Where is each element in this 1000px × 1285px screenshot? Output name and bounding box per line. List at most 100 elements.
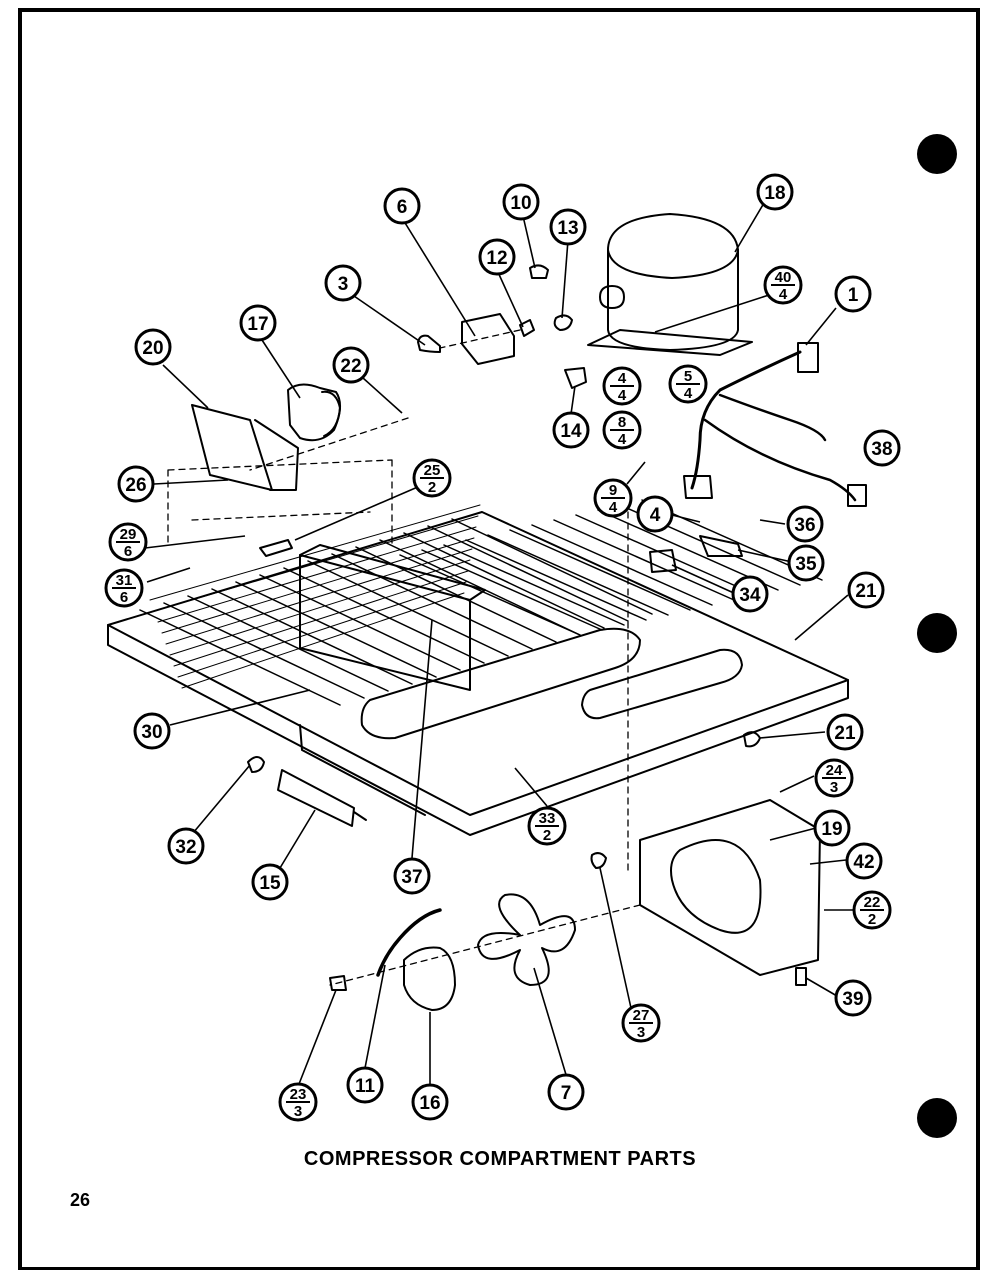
callout-number: 20 <box>142 338 163 359</box>
callout-number: 1 <box>848 285 859 306</box>
callout-circle <box>134 328 172 366</box>
leader-26 <box>153 479 229 485</box>
fraction-top: 27 <box>633 1007 650 1024</box>
leader-19 <box>769 827 817 841</box>
callout-circle <box>552 411 590 449</box>
callout-number: 37 <box>401 867 422 888</box>
callout-11-c11: 11 <box>346 1066 384 1104</box>
leader-25-2 <box>294 485 421 541</box>
callout-circle <box>834 979 872 1017</box>
leader-29-6 <box>144 535 246 549</box>
connector-34 <box>649 549 677 573</box>
callout-circle <box>549 208 587 246</box>
callout-21-c21b: 21 <box>826 713 864 751</box>
fraction-bottom: 4 <box>779 286 788 303</box>
fraction-top: 8 <box>618 414 626 431</box>
callout-circle <box>847 571 885 609</box>
fraction-bottom: 6 <box>120 589 128 606</box>
binder-hole-bottom <box>917 1098 957 1138</box>
terminal-block-35 <box>699 535 743 557</box>
fraction-callout-8-over-4: 84 <box>602 410 642 450</box>
leader-42 <box>809 859 847 865</box>
fraction-callout-22-over-2: 222 <box>852 890 892 930</box>
fraction-bottom: 4 <box>618 387 627 404</box>
guide-lines-fan <box>329 489 641 986</box>
callout-circle <box>332 346 370 384</box>
page-number: 26 <box>70 1190 91 1210</box>
fraction-bottom: 4 <box>684 385 693 402</box>
fraction-top: 31 <box>116 572 133 589</box>
fraction-bottom: 2 <box>543 827 551 844</box>
callout-18-c18: 18 <box>756 173 794 211</box>
compressor-dome-seam <box>607 249 739 279</box>
fraction-top: 24 <box>826 762 843 779</box>
defrost-bracket <box>191 404 273 491</box>
grommet <box>553 314 573 331</box>
binder-hole-middle <box>917 613 957 653</box>
callout-circle <box>239 304 277 342</box>
callout-number: 34 <box>739 585 761 606</box>
callout-circle <box>167 827 205 865</box>
callout-number: 12 <box>486 248 507 269</box>
callout-12-c12: 12 <box>478 238 516 276</box>
diagram-caption: COMPRESSOR COMPARTMENT PARTS <box>303 1148 697 1170</box>
callout-number: 22 <box>340 356 361 377</box>
fraction-callout-23-over-3: 233 <box>278 1082 318 1122</box>
clip-39 <box>795 967 807 986</box>
callout-number: 15 <box>259 873 281 894</box>
retainer-clip <box>529 264 549 279</box>
callout-number: 36 <box>794 515 815 536</box>
leader-1 <box>805 307 837 346</box>
callout-circle <box>117 465 155 503</box>
fan-shroud-opening <box>670 839 762 934</box>
callout-circle <box>133 712 171 750</box>
callout-number: 14 <box>560 421 582 442</box>
callout-number: 26 <box>125 475 146 496</box>
callout-20-c20: 20 <box>134 328 172 366</box>
callout-number: 39 <box>842 989 863 1010</box>
drier-clamp <box>247 756 265 773</box>
part-drawings <box>107 213 867 1011</box>
leader-40-4 <box>654 294 770 333</box>
leader-3 <box>353 295 426 346</box>
compressor-body <box>607 213 739 351</box>
binder-hole-top <box>917 134 957 174</box>
fraction-top: 5 <box>684 368 692 385</box>
drier-tube <box>353 811 367 821</box>
callout-13-c13: 13 <box>549 208 587 246</box>
leader-14 <box>570 385 576 415</box>
leader-10 <box>522 215 536 269</box>
callout-number: 17 <box>247 314 268 335</box>
callout-38-c38: 38 <box>863 429 901 467</box>
evaporator-coil-rows-right <box>399 499 823 636</box>
fraction-callout-5-over-4: 54 <box>668 364 708 404</box>
callout-number: 32 <box>175 837 196 858</box>
callout-35-c35: 35 <box>787 544 825 582</box>
leader-30 <box>169 689 311 726</box>
callout-6-c6: 6 <box>383 187 421 225</box>
callout-number: 21 <box>855 581 877 602</box>
callout-32-c32: 32 <box>167 827 205 865</box>
leader-31-6 <box>146 567 191 583</box>
relay-component <box>461 313 515 365</box>
condenser-fan-shroud <box>639 799 821 976</box>
fraction-callout-40-over-4: 404 <box>763 265 803 305</box>
leader-33-2 <box>514 767 548 807</box>
fraction-top: 33 <box>539 810 556 827</box>
callout-number: 11 <box>355 1076 376 1097</box>
callout-circle <box>826 713 864 751</box>
callout-10-c10: 10 <box>502 183 540 221</box>
leader-21b <box>759 731 826 739</box>
leader-32 <box>192 764 251 834</box>
callout-37-c37: 37 <box>393 857 431 895</box>
callout-34-c34: 34 <box>731 575 769 613</box>
callout-14-c14: 14 <box>552 411 590 449</box>
screw-25 <box>259 539 293 557</box>
fraction-callout-9-over-4: 94 <box>593 478 633 518</box>
fraction-top: 9 <box>609 482 617 499</box>
callout-circle <box>863 429 901 467</box>
fraction-bottom: 3 <box>294 1103 302 1120</box>
leader-23-3 <box>298 989 337 1085</box>
fraction-bottom: 4 <box>609 499 618 516</box>
